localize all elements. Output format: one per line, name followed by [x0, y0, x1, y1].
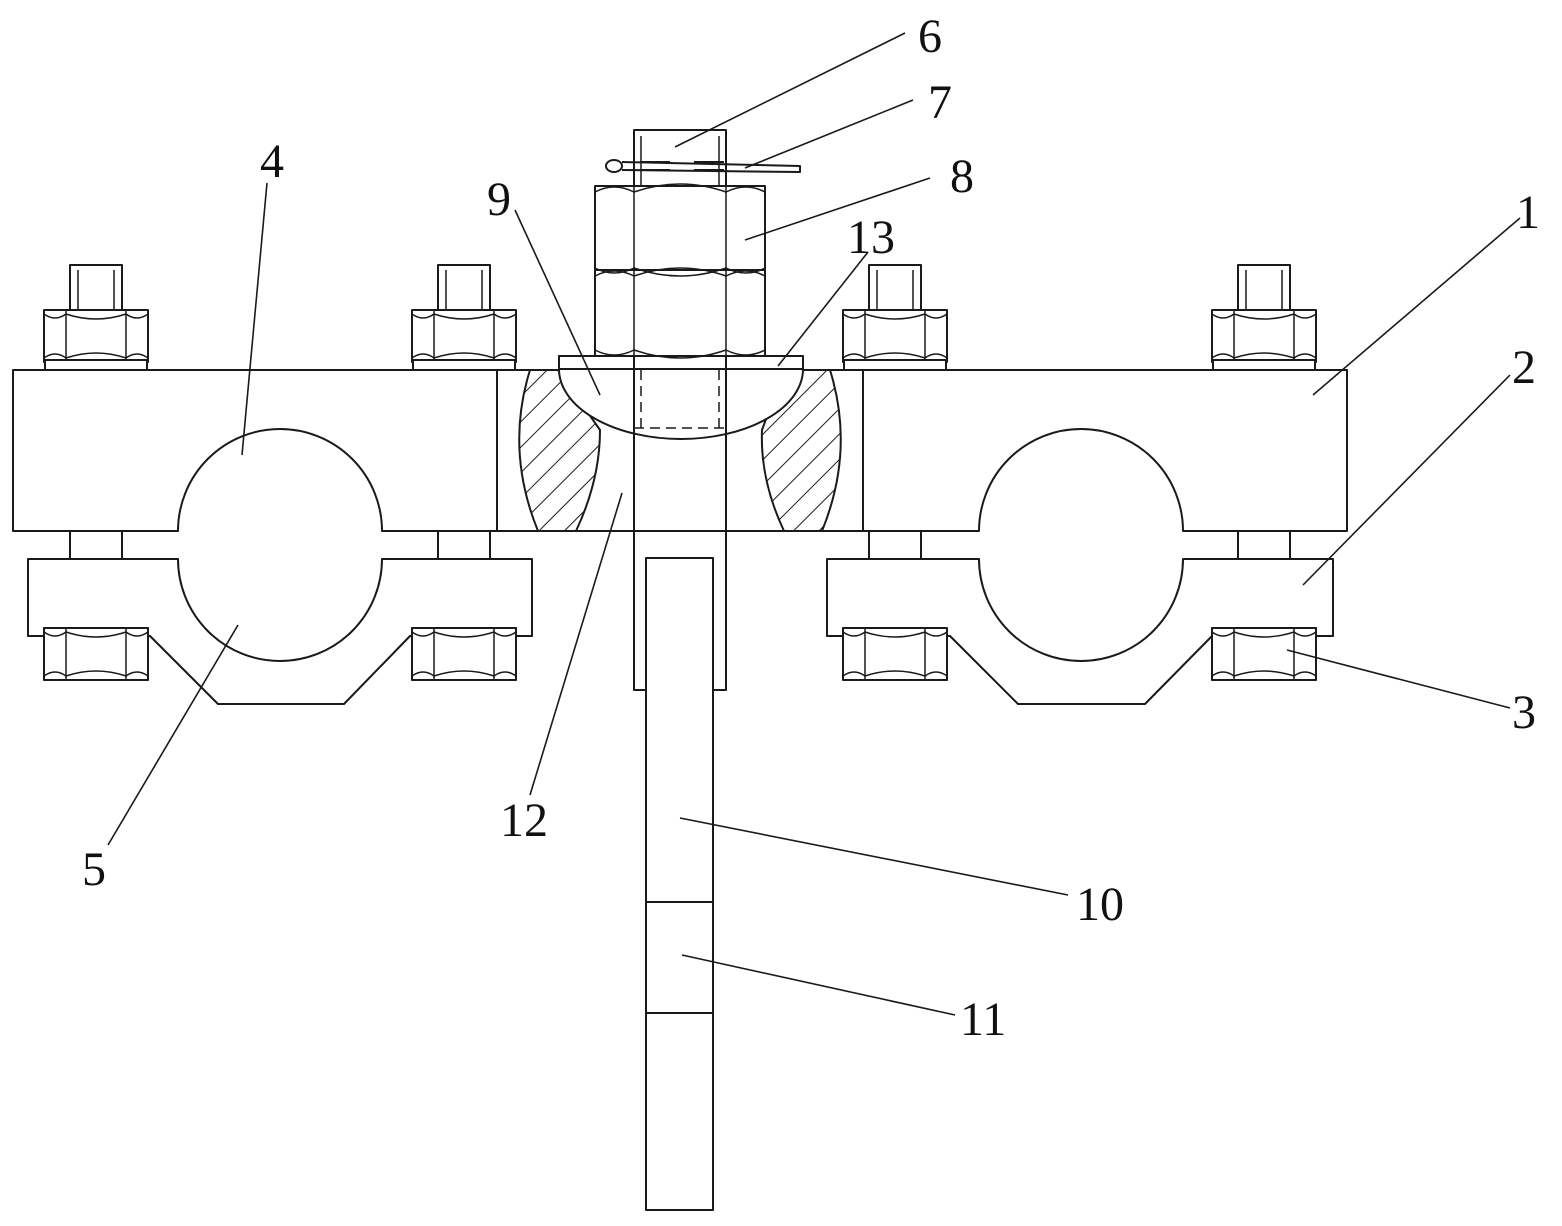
label-5: 5	[82, 843, 106, 896]
label-8: 8	[950, 150, 974, 203]
spherical-washer	[558, 355, 804, 440]
lower-clamp-right	[826, 558, 1334, 705]
label-9: 9	[487, 173, 511, 226]
connecting-plate	[633, 535, 727, 1211]
label-7: 7	[928, 76, 952, 129]
label-11: 11	[960, 993, 1006, 1046]
label-4: 4	[260, 135, 284, 188]
top-bolt-1	[43, 264, 149, 371]
top-bolt-4	[1211, 264, 1317, 371]
top-bolt-3	[842, 264, 948, 371]
label-6: 6	[918, 10, 942, 63]
top-bolt-2	[411, 264, 517, 371]
leader-lines	[107, 32, 1521, 1016]
label-3: 3	[1512, 686, 1536, 739]
cotter-pin	[605, 159, 801, 173]
center-hatched-section	[518, 369, 842, 532]
lower-clamp-left	[27, 558, 533, 705]
label-12: 12	[500, 794, 548, 847]
reference-numerals: 1 2 3 4 5 6 7 8 9 10 11 12 13	[82, 10, 1540, 1046]
label-13: 13	[847, 211, 895, 264]
label-1: 1	[1516, 186, 1540, 239]
label-2: 2	[1512, 341, 1536, 394]
bolt-shanks	[69, 530, 1291, 560]
label-10: 10	[1076, 878, 1124, 931]
center-double-nut	[594, 183, 766, 359]
